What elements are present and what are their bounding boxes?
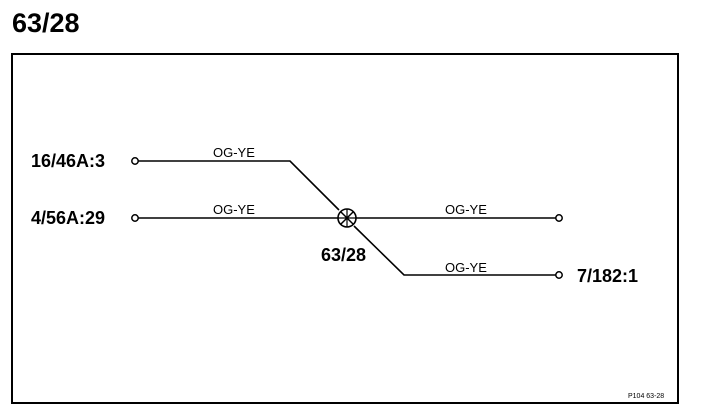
terminal-left-top[interactable] — [131, 157, 139, 165]
page-title: 63/28 — [12, 8, 80, 38]
splice-label: 63/28 — [321, 245, 366, 265]
pin-label-left-mid: 4/56A:29 — [31, 208, 105, 228]
wire-label-right-mid: OG-YE — [445, 202, 487, 217]
wire-right-bottom[interactable] — [353, 225, 556, 276]
wire-left-top[interactable] — [138, 160, 340, 211]
terminal-right-mid[interactable] — [555, 214, 563, 222]
wire-label-right-bottom: OG-YE — [445, 260, 487, 275]
terminal-left-mid[interactable] — [131, 214, 139, 222]
wire-label-left-top: OG-YE — [213, 145, 255, 160]
pin-label-left-top: 16/46A:3 — [31, 151, 105, 171]
footer-reference: P104 63-28 — [628, 393, 664, 400]
terminal-right-bottom[interactable] — [555, 271, 563, 279]
splice-node[interactable] — [337, 208, 357, 228]
wire-label-left-mid: OG-YE — [213, 202, 255, 217]
pin-label-right-bottom: 7/182:1 — [577, 266, 638, 286]
diagram-frame — [11, 53, 679, 404]
